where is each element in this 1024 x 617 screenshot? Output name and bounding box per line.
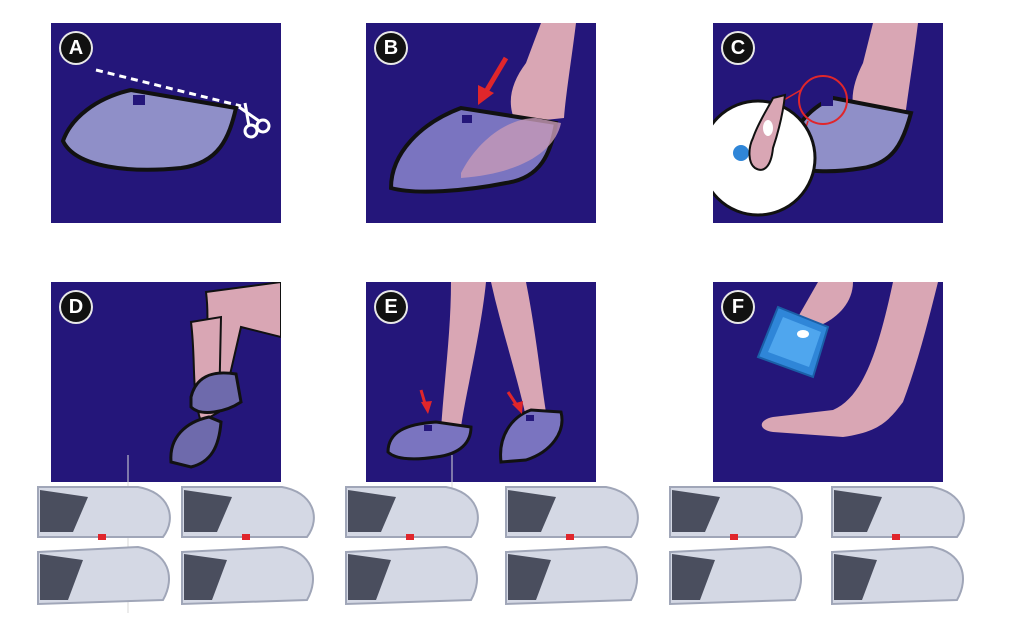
foot [761, 282, 938, 437]
magnifier-icon [713, 93, 817, 217]
step-badge-c: C [723, 33, 753, 63]
step-badge-d: D [61, 292, 91, 322]
walking-legs-illustration [386, 282, 564, 464]
product-packet-3 [336, 482, 486, 612]
right-leg [491, 282, 546, 417]
bootie [60, 87, 239, 172]
step-badge-e: E [376, 292, 406, 322]
crossed-legs-illustration [169, 282, 281, 469]
step-panel-f: F [713, 282, 943, 482]
step-panel-c: C [713, 23, 943, 223]
foil-bootie-pair-icon [345, 486, 479, 606]
step-badge-a: A [61, 33, 91, 63]
bootie-tab [821, 96, 833, 106]
leg [852, 23, 918, 123]
foil-bootie-pair-icon [37, 486, 171, 606]
step-panel-b: B [366, 23, 596, 223]
product-packet-2 [172, 482, 322, 612]
packet-icon [756, 305, 830, 379]
foot [461, 118, 561, 178]
product-packet-1 [28, 482, 178, 612]
insert-foot-illustration [388, 23, 576, 194]
foil-bootie-pair-icon [831, 486, 965, 606]
red-arrow-icon [478, 56, 509, 105]
product-packet-4 [496, 482, 646, 612]
cut-line [95, 68, 242, 108]
left-leg [441, 282, 486, 430]
red-arrow-icon [419, 389, 523, 414]
product-packet-6 [822, 482, 972, 612]
step-panel-e: E [366, 282, 596, 482]
bootie-upper [189, 371, 243, 414]
scissors-icon [238, 102, 271, 139]
bootie-tab [133, 95, 145, 105]
bootie-right [499, 408, 564, 464]
bootie-lower [169, 415, 223, 469]
bootie-left [386, 420, 473, 461]
product-packet-5 [660, 482, 810, 612]
step-panel-d: D [51, 282, 281, 482]
fasten-bootie-illustration [713, 23, 918, 217]
foil-bootie-pair-icon [181, 486, 315, 606]
bootie-tab [462, 115, 472, 123]
zoom-ring [798, 75, 848, 125]
step-panel-a: A [51, 23, 281, 223]
leg [510, 23, 576, 123]
remove-bootie-illustration [756, 282, 938, 437]
foil-bootie-pair-icon [505, 486, 639, 606]
cut-bootie-illustration [60, 68, 271, 172]
foil-bootie-pair-icon [669, 486, 803, 606]
step-badge-f: F [723, 292, 753, 322]
step-badge-b: B [376, 33, 406, 63]
